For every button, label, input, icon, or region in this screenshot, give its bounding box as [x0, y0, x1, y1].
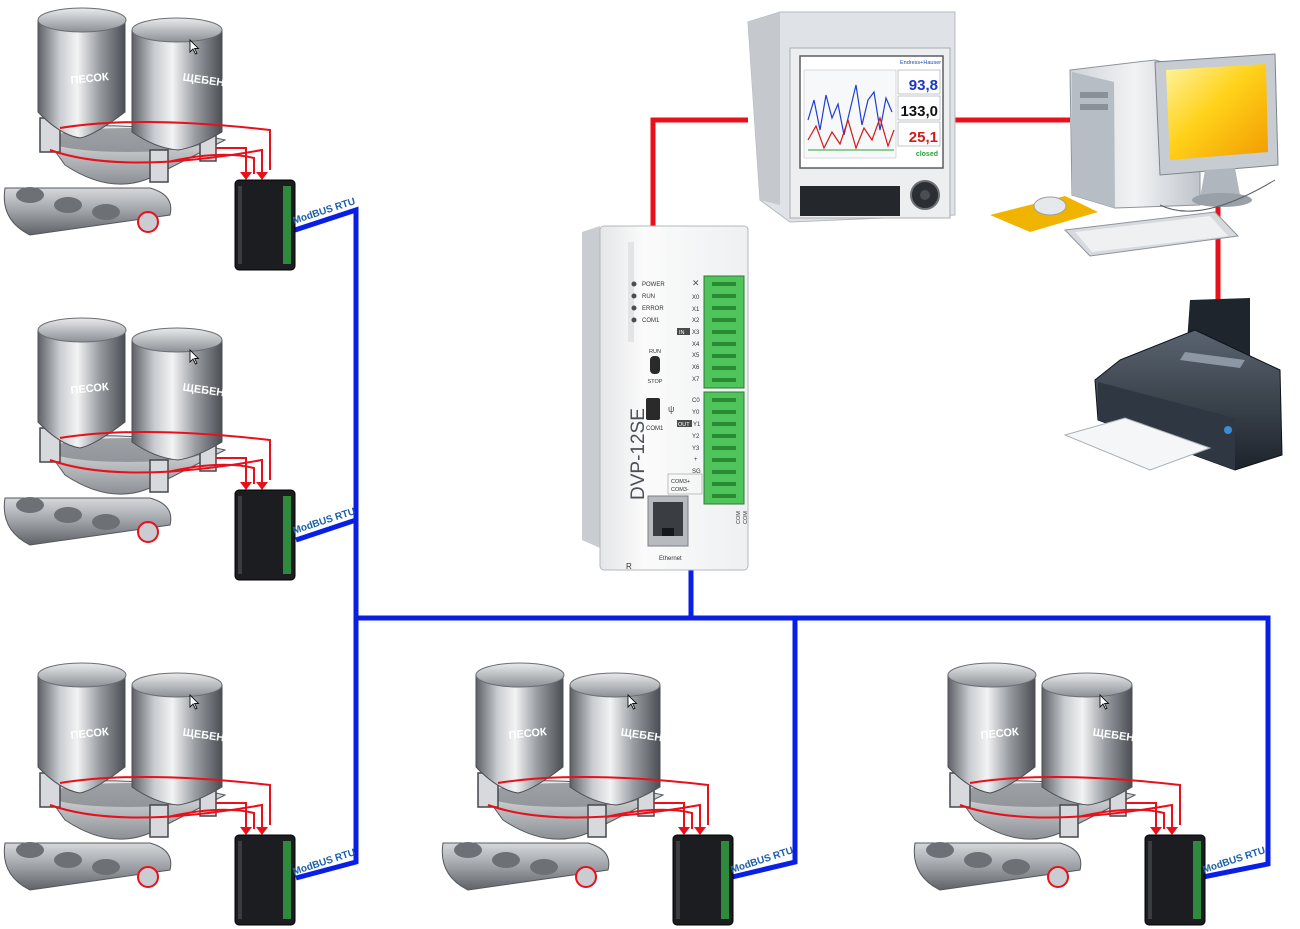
side-com-label-1: COM [736, 511, 742, 524]
recorder-value-1: 93,8 [909, 77, 938, 94]
weighing-station-3: ПЕСОК ЩЕБЕНЬ ModBUS RTU [3, 662, 357, 926]
in-badge: IN [679, 330, 685, 336]
output-y2: Y2 [692, 434, 700, 440]
silo-label-sand: ПЕСОК [70, 726, 110, 742]
input-x0: X0 [692, 295, 700, 301]
weighing-station-5: ПЕСОК ЩЕБЕНЬ ModBUS RTU [913, 662, 1267, 926]
recorder-value-3: 25,1 [909, 129, 938, 146]
led-error-label: ERROR [642, 306, 664, 312]
run-stop-switch[interactable] [650, 356, 660, 374]
ethernet-label: Ethernet [659, 556, 682, 562]
usb-port-label: COM1 [646, 426, 664, 432]
out-badge: OUT [678, 422, 690, 428]
weighing-station-4: ПЕСОК ЩЕБЕНЬ ModBUS RTU [441, 662, 795, 926]
output-y0: Y0 [692, 410, 700, 416]
monitor-screen [1166, 64, 1268, 160]
pc-workstation [990, 53, 1279, 257]
input-x7: X7 [692, 377, 700, 383]
modbus-network-lines [294, 206, 1271, 881]
corner-mark: R [626, 562, 632, 571]
com3-minus-label: COM3- [671, 487, 689, 493]
run-switch-label: RUN [649, 349, 661, 355]
recorder-brand: Endress+Hauser [900, 60, 941, 66]
printer [1063, 298, 1283, 471]
input-x3: X3 [692, 330, 700, 336]
input-x1: X1 [692, 307, 700, 313]
silo-label-sand: ПЕСОК [508, 726, 548, 742]
plc-model-label: DVP-12SE [628, 408, 649, 500]
weighing-station-1: ПЕСОК ЩЕБЕНЬ ModBUS RTU [3, 7, 357, 271]
output-c0: C0 [692, 398, 700, 404]
silo-label-sand: ПЕСОК [980, 726, 1020, 742]
input-x5: X5 [692, 353, 700, 359]
usb-port[interactable] [646, 398, 660, 420]
side-com-label-2: COM [743, 511, 749, 524]
input-x4: X4 [692, 342, 700, 348]
weighing-station-2: ПЕСОК ЩЕБЕНЬ ModBUS RTU [3, 317, 357, 581]
printer-paper-tray [1063, 417, 1212, 471]
printer-power-button[interactable] [1224, 426, 1232, 434]
led-power-label: POWER [642, 282, 665, 288]
output-sg: SG [692, 469, 701, 475]
recorder-value-2: 133,0 [900, 103, 938, 120]
svg-text:✕: ✕ [692, 278, 700, 288]
output-y3: Y3 [692, 446, 700, 452]
led-run-label: RUN [642, 294, 655, 300]
silo-label-sand: ПЕСОК [70, 381, 110, 397]
input-x6: X6 [692, 365, 700, 371]
plc-controller: POWER RUN ERROR COM1 RUN STOP ψ COM1 DVP… [582, 225, 749, 571]
output-y1: Y1 [693, 422, 701, 428]
silo-label-sand: ПЕСОК [70, 71, 110, 87]
recorder-status: closed [916, 151, 938, 158]
data-recorder: Endress+Hauser 93,8 133,0 25,1 closed [747, 11, 956, 223]
mouse[interactable] [1033, 196, 1067, 216]
output-plus: + [694, 457, 698, 463]
input-x2: X2 [692, 318, 700, 324]
usb-icon: ψ [668, 404, 674, 414]
led-com1-label: COM1 [642, 318, 660, 324]
com3-plus-label: COM3+ [671, 479, 690, 485]
stop-switch-label: STOP [648, 379, 663, 385]
